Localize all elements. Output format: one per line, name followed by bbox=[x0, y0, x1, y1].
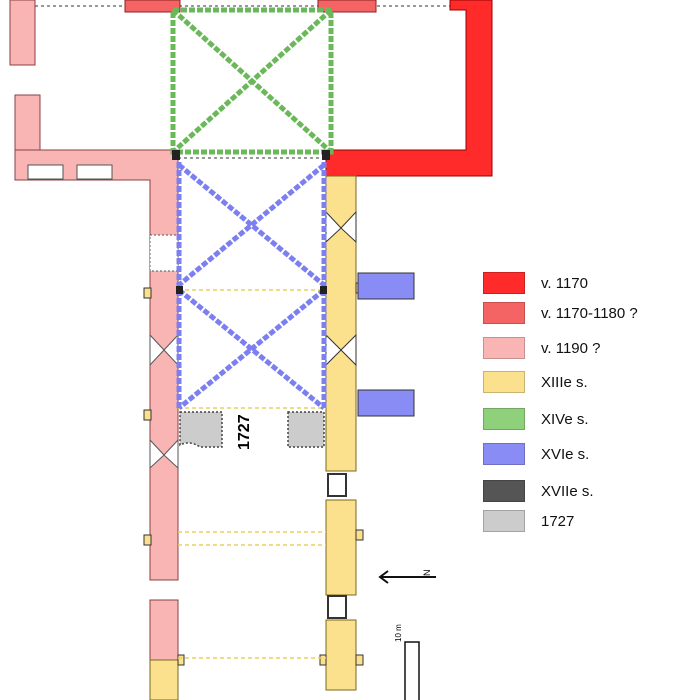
legend-swatch bbox=[483, 272, 525, 294]
legend-swatch bbox=[483, 302, 525, 324]
walls-1170-1180 bbox=[124, 0, 377, 13]
legend-item: XVIIe s. bbox=[483, 480, 594, 502]
legend-label: v. 1170-1180 ? bbox=[541, 304, 638, 322]
pillars bbox=[172, 150, 330, 294]
additions-1727 bbox=[179, 411, 325, 448]
legend-item: XIIIe s. bbox=[483, 371, 588, 393]
legend-label: XIIIe s. bbox=[541, 373, 588, 391]
walls-1170 bbox=[325, 0, 493, 177]
walls-1190 bbox=[9, 0, 179, 661]
transverse-arches bbox=[178, 289, 326, 659]
legend-item: XIVe s. bbox=[483, 408, 589, 430]
vault-14th-century bbox=[170, 7, 334, 155]
buttresses-16th-century bbox=[357, 272, 415, 417]
legend-item: v. 1170-1180 ? bbox=[483, 302, 638, 324]
wall-openings bbox=[325, 210, 357, 619]
legend-label: XIVe s. bbox=[541, 410, 589, 428]
legend-swatch bbox=[483, 510, 525, 532]
legend-item: v. 1170 bbox=[483, 272, 588, 294]
vault-16th-century bbox=[176, 162, 327, 410]
legend-swatch bbox=[483, 371, 525, 393]
legend-swatch bbox=[483, 337, 525, 359]
legend-swatch bbox=[483, 443, 525, 465]
legend-label: 1727 bbox=[541, 512, 575, 530]
label-1727: 1727 bbox=[236, 414, 253, 450]
outline-dashes bbox=[35, 5, 460, 159]
legend-swatch bbox=[483, 408, 525, 430]
legend-label: XVIIe s. bbox=[541, 482, 594, 500]
north-label: N bbox=[422, 569, 432, 577]
legend-label: XVIe s. bbox=[541, 445, 590, 463]
legend-label: v. 1170 bbox=[541, 274, 588, 292]
north-arrow-icon bbox=[378, 570, 436, 584]
legend-label: v. 1190 ? bbox=[541, 339, 601, 357]
buttress-bases bbox=[143, 282, 364, 666]
legend-item: 1727 bbox=[483, 510, 574, 532]
scale-label: 10 m bbox=[394, 624, 403, 642]
windows bbox=[27, 164, 179, 470]
legend-swatch bbox=[483, 480, 525, 502]
legend-item: v. 1190 ? bbox=[483, 337, 601, 359]
legend-item: XVIe s. bbox=[483, 443, 589, 465]
scale-bar bbox=[404, 641, 420, 700]
